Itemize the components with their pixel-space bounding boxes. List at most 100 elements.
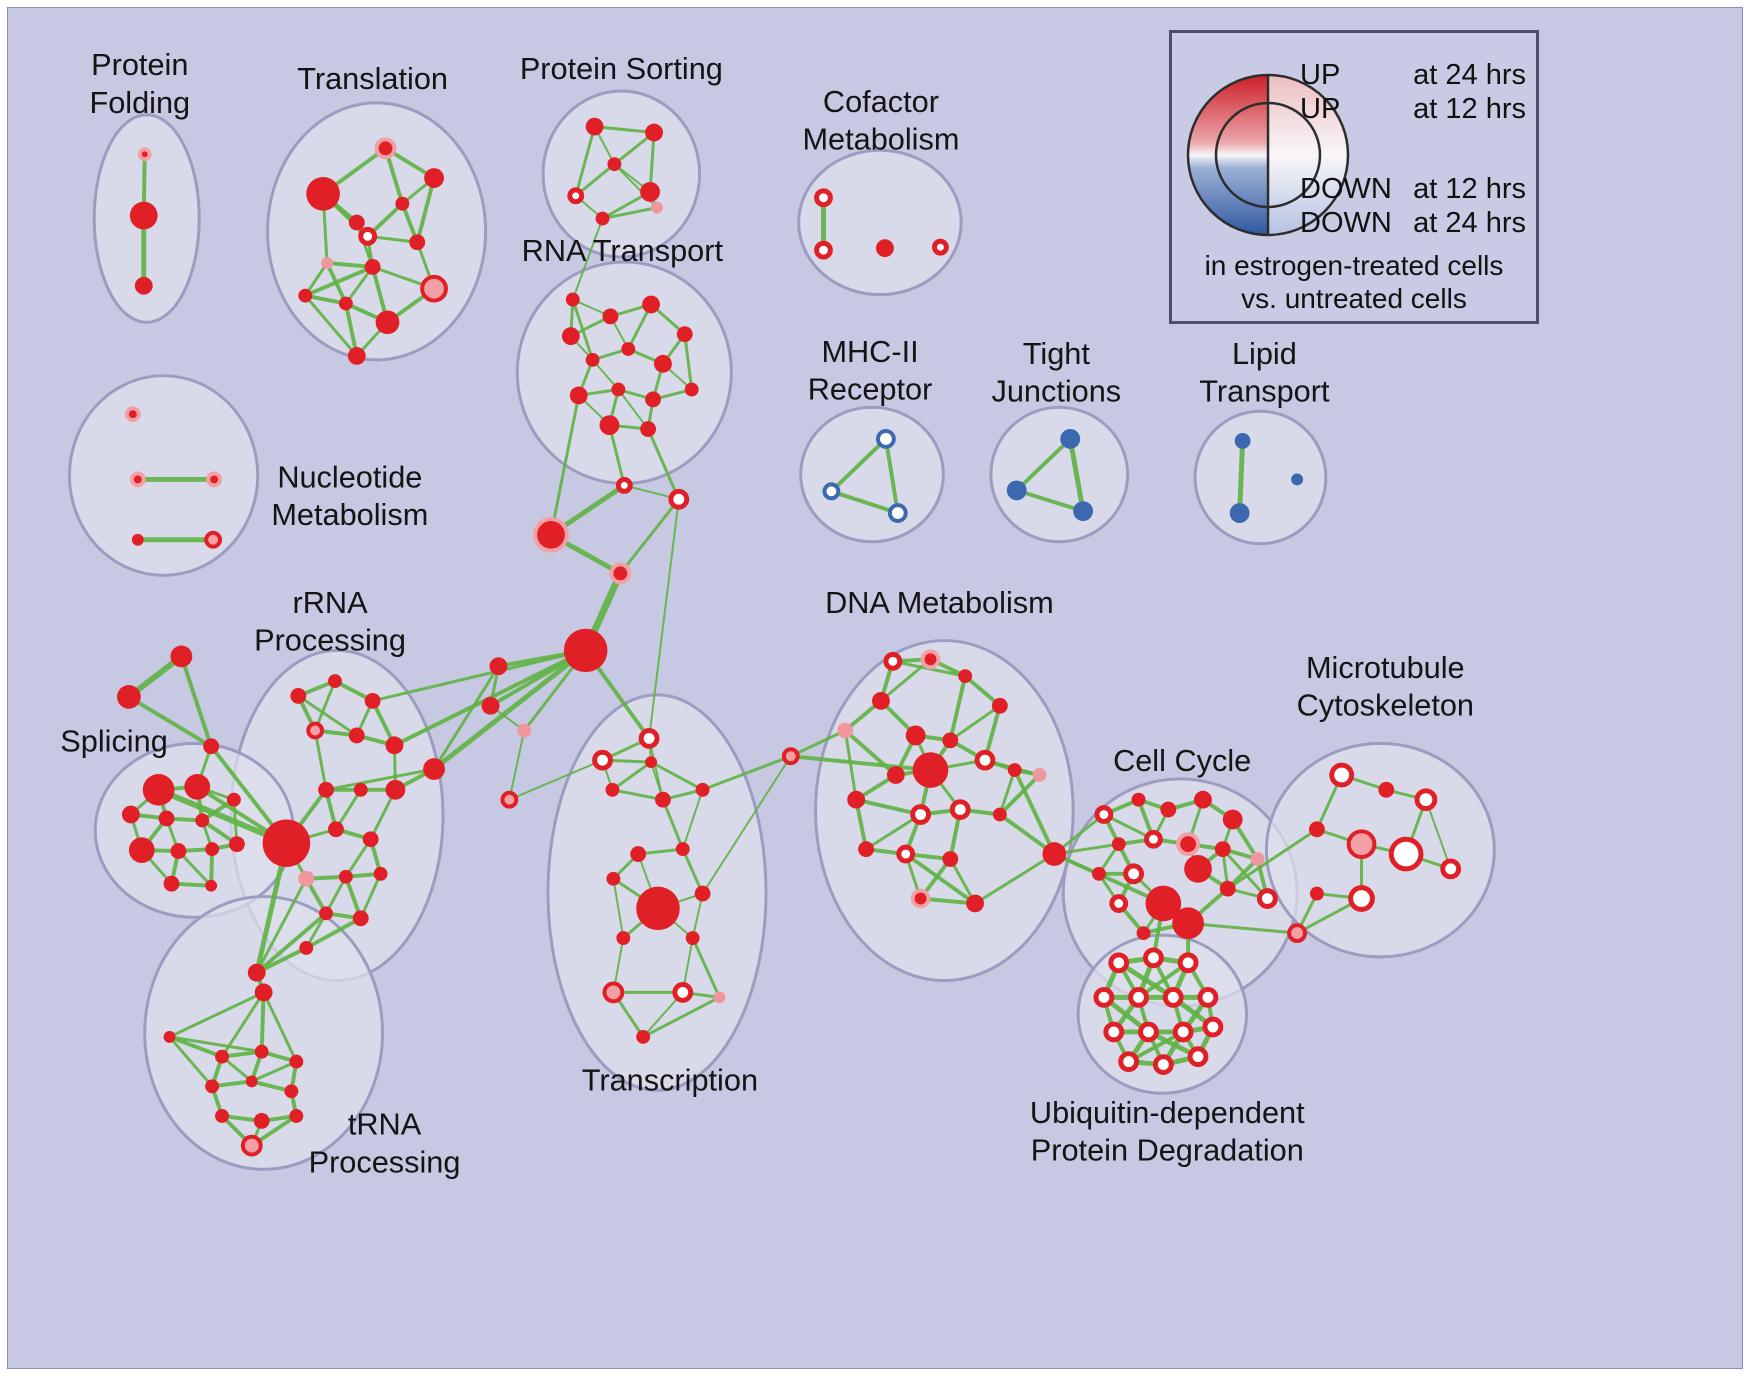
network-node bbox=[1291, 473, 1304, 486]
network-node bbox=[1123, 863, 1145, 885]
network-node bbox=[1214, 841, 1231, 858]
network-node bbox=[205, 1079, 220, 1094]
network-edge bbox=[593, 125, 656, 135]
network-edge bbox=[1052, 852, 1166, 906]
network-edge bbox=[1067, 436, 1086, 514]
cluster-mhc-ii-receptor bbox=[799, 405, 945, 544]
network-node bbox=[374, 137, 397, 160]
network-node bbox=[299, 941, 314, 955]
network-node bbox=[318, 781, 334, 798]
network-node bbox=[1131, 792, 1146, 807]
network-node bbox=[695, 782, 710, 797]
network-node bbox=[129, 201, 158, 230]
legend-time-label: at 12 hrs bbox=[1413, 173, 1526, 205]
network-node bbox=[974, 749, 996, 771]
network-node bbox=[1414, 788, 1438, 812]
network-node bbox=[991, 697, 1008, 714]
legend-direction-label: DOWN bbox=[1300, 173, 1392, 205]
cluster-microtubule-cytoskeleton bbox=[1264, 741, 1496, 959]
legend-row-down-12: DOWN at 12 hrs bbox=[1300, 173, 1526, 206]
updown-ring-glyph bbox=[1186, 73, 1350, 237]
network-node bbox=[713, 991, 726, 1004]
network-node bbox=[254, 983, 273, 1002]
network-node bbox=[636, 1029, 651, 1044]
network-edge bbox=[1226, 827, 1319, 891]
network-edge bbox=[649, 760, 705, 792]
network-edge bbox=[571, 298, 595, 362]
network-node bbox=[561, 327, 580, 346]
network-node bbox=[364, 259, 381, 275]
network-node bbox=[605, 782, 620, 797]
network-node bbox=[592, 749, 613, 771]
network-node bbox=[1440, 858, 1462, 880]
cluster-tight-junctions bbox=[989, 405, 1130, 544]
network-node bbox=[814, 240, 833, 260]
cluster-lipid-transport bbox=[1193, 409, 1328, 546]
cluster-label-protein-sorting: Protein Sorting bbox=[520, 52, 723, 86]
network-node bbox=[896, 844, 916, 864]
network-node bbox=[992, 807, 1007, 822]
network-edge bbox=[1014, 488, 1086, 514]
network-edge bbox=[661, 798, 685, 851]
network-edge bbox=[854, 797, 923, 817]
network-node bbox=[1108, 952, 1130, 974]
network-node bbox=[1309, 886, 1324, 901]
network-node bbox=[215, 1109, 229, 1123]
network-edge bbox=[254, 911, 329, 975]
network-node bbox=[1234, 433, 1251, 449]
network-node bbox=[1222, 809, 1243, 830]
network-node bbox=[931, 238, 949, 256]
cluster-cofactor-metabolism bbox=[797, 148, 963, 297]
network-node bbox=[328, 674, 342, 688]
network-node bbox=[942, 851, 959, 867]
network-node bbox=[348, 214, 365, 231]
network-node bbox=[912, 752, 949, 788]
network-node bbox=[306, 177, 340, 211]
network-edge bbox=[179, 654, 214, 749]
network-edge bbox=[829, 436, 888, 494]
network-node bbox=[137, 147, 152, 162]
cluster-label-translation: Translation bbox=[297, 62, 448, 96]
network-node bbox=[567, 187, 585, 205]
network-edge bbox=[701, 754, 793, 792]
cluster-protein-sorting bbox=[541, 89, 702, 259]
network-node bbox=[1144, 829, 1163, 849]
network-edge bbox=[168, 990, 266, 1039]
network-node bbox=[875, 429, 896, 449]
network-node bbox=[615, 476, 633, 494]
network-edge bbox=[829, 489, 900, 516]
network-edge bbox=[646, 427, 681, 501]
network-edge bbox=[549, 393, 581, 537]
network-edge bbox=[415, 176, 437, 245]
network-node bbox=[409, 234, 426, 251]
legend-row-up-12: UP at 12 hrs bbox=[1300, 93, 1526, 126]
network-node bbox=[420, 274, 448, 303]
network-edge bbox=[973, 852, 1056, 905]
network-node bbox=[875, 239, 894, 258]
network-node bbox=[655, 791, 671, 808]
network-node bbox=[204, 530, 223, 549]
network-node bbox=[385, 779, 406, 800]
network-node bbox=[319, 906, 334, 921]
network-node bbox=[364, 692, 381, 709]
network-node bbox=[348, 727, 365, 744]
network-node bbox=[1103, 1021, 1125, 1043]
cluster-label-transcription: Transcription bbox=[582, 1063, 758, 1097]
network-edge bbox=[508, 729, 526, 801]
network-node bbox=[887, 503, 908, 523]
network-node bbox=[645, 123, 663, 142]
network-node bbox=[599, 415, 620, 435]
network-edge bbox=[997, 773, 1042, 817]
network-node bbox=[170, 645, 193, 668]
network-node bbox=[184, 773, 211, 800]
network-node bbox=[134, 276, 153, 295]
network-edge bbox=[864, 813, 923, 851]
network-node bbox=[858, 841, 875, 858]
network-node bbox=[595, 211, 610, 226]
network-node bbox=[905, 725, 926, 746]
network-edge bbox=[601, 206, 659, 221]
